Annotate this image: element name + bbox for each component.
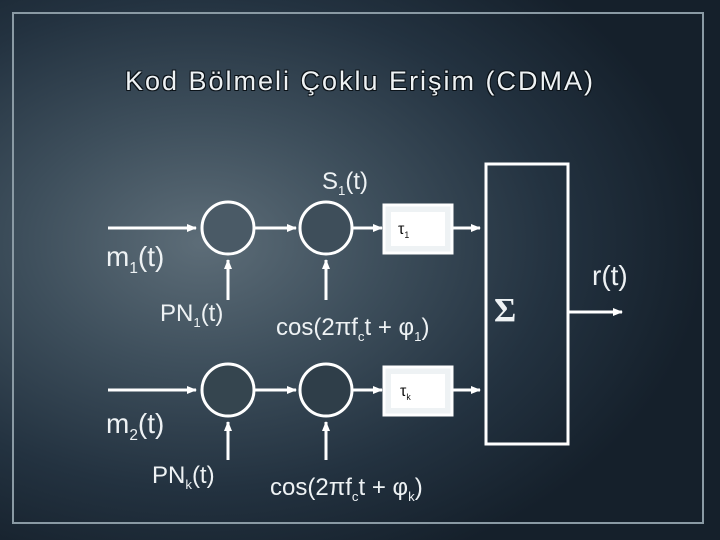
label-cos1: cos(2πfct + φ1) (276, 314, 430, 344)
mixer-1-spread (200, 200, 256, 256)
mixer-k-carrier (298, 362, 354, 418)
label-m2: m2(t) (106, 408, 165, 444)
summer-block (484, 162, 570, 446)
label-m1: m1(t) (106, 241, 165, 277)
slide-frame (12, 12, 704, 524)
label-s1: S1(t) (322, 168, 369, 198)
label-pn1: PN1(t) (160, 300, 224, 330)
mixer-k-spread (200, 362, 256, 418)
slide-title: Kod Bölmeli Çoklu Erişim (CDMA) (124, 66, 596, 96)
label-rt: r(t) (592, 260, 628, 291)
label-tau1: τ1 (398, 221, 410, 240)
label-tauk: τk (400, 383, 411, 402)
label-sigma: Σ (494, 292, 517, 329)
label-cosk: cos(2πfct + φk) (270, 474, 423, 504)
mixer-1-carrier (298, 200, 354, 256)
label-pnk: PNk(t) (152, 462, 215, 492)
